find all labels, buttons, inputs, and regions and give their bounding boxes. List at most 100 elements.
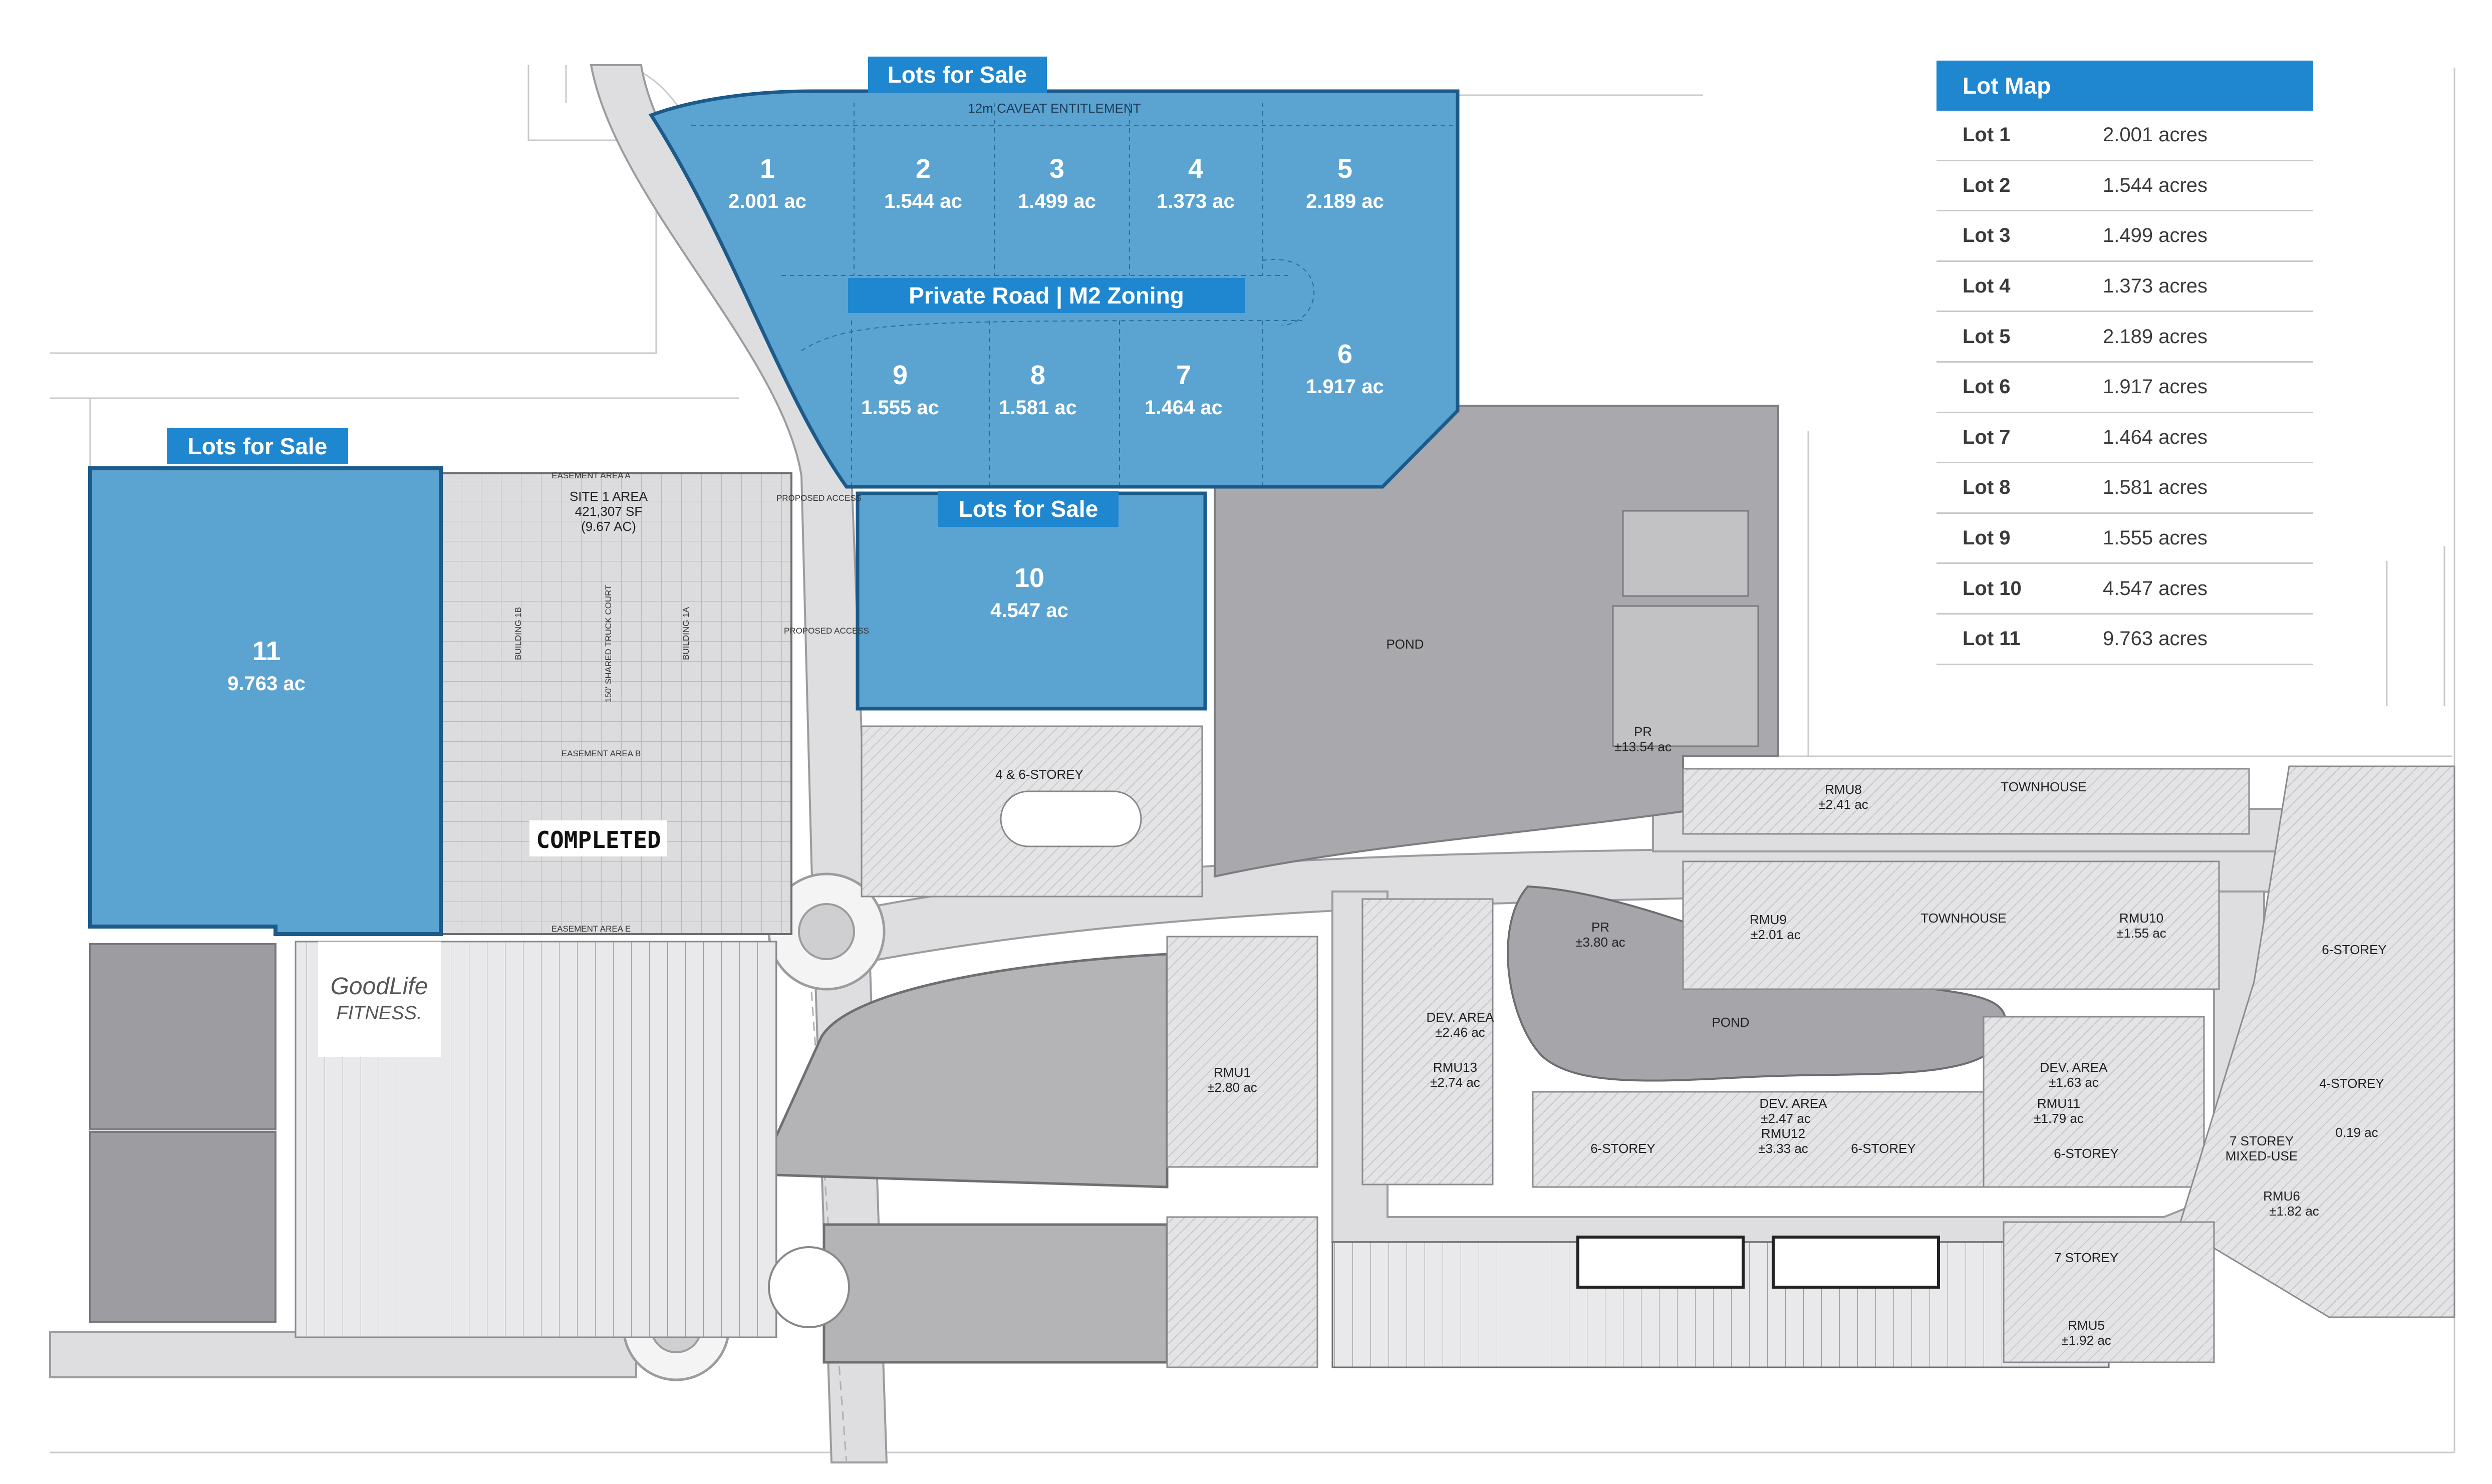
svg-text:6-STOREY: 6-STOREY	[1851, 1141, 1916, 1156]
caveat-label: 12m CAVEAT ENTITLEMENT	[968, 101, 1141, 116]
svg-text:±2.74 ac: ±2.74 ac	[1430, 1075, 1480, 1090]
svg-text:PROPOSED ACCESS: PROPOSED ACCESS	[776, 493, 862, 503]
svg-text:±1.55 ac: ±1.55 ac	[2116, 926, 2166, 941]
banners: Lots for Sale Lots for Sale Lots for Sal…	[167, 57, 1245, 527]
svg-text:4-STOREY: 4-STOREY	[2319, 1076, 2384, 1091]
svg-text:SITE 1 AREA: SITE 1 AREA	[570, 489, 648, 504]
svg-text:DEV. AREA: DEV. AREA	[1427, 1010, 1495, 1025]
svg-text:0.19 ac: 0.19 ac	[2335, 1125, 2378, 1140]
svg-text:±13.54 ac: ±13.54 ac	[1614, 739, 1672, 754]
lot-2-number: 2	[916, 154, 931, 184]
site-labels: SITE 1 AREA 421,307 SF (9.67 AC) EASEMEN…	[513, 471, 2387, 1348]
svg-text:±2.01 ac: ±2.01 ac	[1751, 927, 1801, 942]
lot-7-area: 1.464 ac	[1145, 397, 1223, 419]
banner-left-lots-for-sale: Lots for Sale	[188, 433, 328, 459]
svg-text:±1.92 ac: ±1.92 ac	[2061, 1333, 2111, 1348]
svg-text:7 STOREY: 7 STOREY	[2054, 1250, 2118, 1265]
banner-middle-lots-for-sale: Lots for Sale	[959, 496, 1098, 522]
lot-4-area: 1.373 ac	[1157, 190, 1235, 212]
legend-title: Lot Map	[1936, 61, 2313, 111]
svg-text:6-STOREY: 6-STOREY	[2054, 1146, 2119, 1161]
svg-text:±3.33 ac: ±3.33 ac	[1758, 1141, 1808, 1156]
svg-text:RMU10: RMU10	[2119, 911, 2163, 926]
parcel-big-grey-1	[757, 953, 1169, 1189]
svg-text:MIXED-USE: MIXED-USE	[2226, 1148, 2298, 1163]
svg-text:±1.63 ac: ±1.63 ac	[2049, 1075, 2099, 1090]
svg-text:±1.79 ac: ±1.79 ac	[2034, 1111, 2084, 1126]
svg-text:DEV. AREA: DEV. AREA	[1760, 1096, 1828, 1111]
svg-text:POND: POND	[1386, 637, 1424, 652]
svg-text:TOWNHOUSE: TOWNHOUSE	[1920, 911, 2006, 926]
svg-text:±2.46 ac: ±2.46 ac	[1435, 1025, 1485, 1040]
lot-10-area: 4.547 ac	[990, 600, 1068, 622]
lot-11-area: 9.763 ac	[227, 673, 306, 695]
svg-text:GoodLife: GoodLife	[331, 973, 428, 1000]
svg-text:RMU5: RMU5	[2068, 1318, 2105, 1333]
lot-11-shape[interactable]	[88, 466, 443, 936]
svg-text:EASEMENT AREA A: EASEMENT AREA A	[551, 471, 631, 480]
lot-10-number: 10	[1014, 563, 1044, 593]
svg-text:RMU6: RMU6	[2263, 1189, 2300, 1204]
banner-private-road: Private Road | M2 Zoning	[909, 282, 1184, 309]
svg-text:EASEMENT AREA E: EASEMENT AREA E	[551, 924, 631, 934]
svg-text:PROPOSED ACCESS: PROPOSED ACCESS	[784, 626, 869, 636]
svg-text:150' SHARED TRUCK COURT: 150' SHARED TRUCK COURT	[604, 584, 613, 702]
lot-labels: 1 2.001 ac 2 1.544 ac 3 1.499 ac 4 1.373…	[227, 154, 1384, 695]
lot-10-shape[interactable]	[856, 491, 1207, 711]
svg-text:BUILDING 1A: BUILDING 1A	[681, 607, 691, 660]
svg-text:4 & 6-STOREY: 4 & 6-STOREY	[995, 767, 1083, 782]
lot-4-number: 4	[1188, 154, 1203, 184]
svg-text:±1.82 ac: ±1.82 ac	[2269, 1204, 2319, 1219]
svg-text:TOWNHOUSE: TOWNHOUSE	[2001, 779, 2086, 794]
lot-7-number: 7	[1176, 360, 1191, 390]
banner-top-lots-for-sale: Lots for Sale	[888, 62, 1027, 88]
lot-6-number: 6	[1337, 339, 1352, 369]
svg-text:EASEMENT AREA B: EASEMENT AREA B	[562, 749, 641, 758]
lot-9-area: 1.555 ac	[861, 397, 939, 419]
parcel-sw-2	[89, 1131, 276, 1323]
svg-text:±3.80 ac: ±3.80 ac	[1575, 935, 1625, 950]
svg-text:RMU1: RMU1	[1214, 1065, 1251, 1080]
lot-8-area: 1.581 ac	[999, 397, 1077, 419]
svg-text:6-STOREY: 6-STOREY	[2322, 942, 2387, 957]
svg-text:PR: PR	[1634, 724, 1652, 739]
svg-text:RMU8: RMU8	[1825, 782, 1862, 797]
svg-text:DEV. AREA: DEV. AREA	[2040, 1060, 2108, 1075]
lot-5-area: 2.189 ac	[1306, 190, 1384, 212]
svg-text:RMU9: RMU9	[1750, 912, 1787, 927]
lot-6-area: 1.917 ac	[1306, 376, 1384, 398]
svg-text:RMU13: RMU13	[1433, 1060, 1477, 1075]
svg-text:(9.67 AC): (9.67 AC)	[581, 519, 636, 534]
lot-3-number: 3	[1049, 154, 1064, 184]
svg-text:421,307 SF: 421,307 SF	[575, 504, 642, 519]
svg-text:PR: PR	[1591, 920, 1609, 935]
svg-text:FITNESS.: FITNESS.	[336, 1003, 422, 1024]
svg-text:RMU12: RMU12	[1761, 1126, 1805, 1141]
parcel-big-grey-2	[822, 1223, 1169, 1364]
svg-text:±2.47 ac: ±2.47 ac	[1761, 1111, 1811, 1126]
lot-2-area: 1.544 ac	[884, 190, 962, 212]
svg-text:7 STOREY: 7 STOREY	[2230, 1133, 2294, 1148]
svg-text:BUILDING 1B: BUILDING 1B	[513, 607, 523, 660]
lot-8-number: 8	[1030, 360, 1045, 390]
completed-badge: COMPLETED	[536, 826, 661, 853]
goodlife-fitness-logo: GoodLife FITNESS.	[318, 942, 441, 1057]
svg-text:±2.80 ac: ±2.80 ac	[1207, 1080, 1257, 1095]
lot-1-area: 2.001 ac	[728, 190, 806, 212]
svg-text:POND: POND	[1712, 1015, 1749, 1030]
lot-11-number: 11	[252, 636, 281, 666]
parcel-sw-1	[89, 943, 276, 1130]
